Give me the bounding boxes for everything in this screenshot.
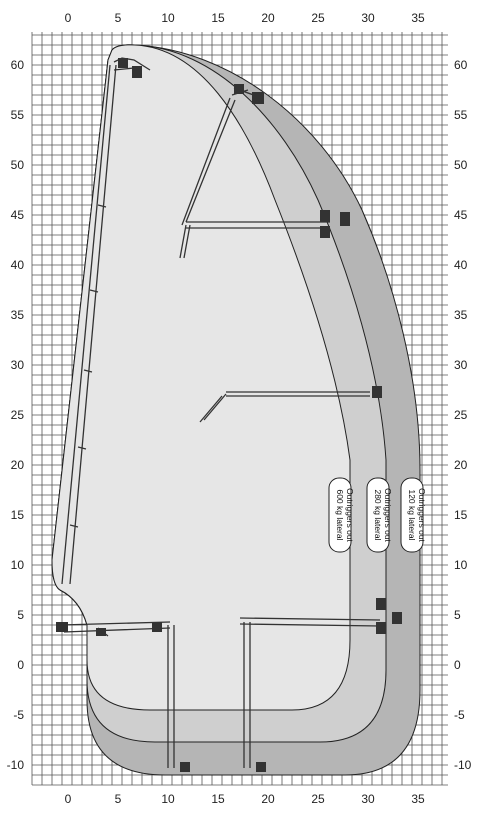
zone-label-text: Outriggers out: [345, 488, 355, 542]
y-tick-label-right: 15: [454, 508, 468, 522]
x-tick-label: 20: [261, 792, 275, 806]
zone-label-text: 600 kg lateral: [335, 489, 345, 540]
x-tick-label: 0: [65, 11, 72, 25]
y-tick-label-left: 25: [11, 408, 25, 422]
y-tick-label-left: 10: [11, 558, 25, 572]
y-tick-label-right: 5: [454, 608, 461, 622]
y-tick-label-left: 60: [11, 58, 25, 72]
zone-label-pill: [400, 477, 424, 553]
y-tick-label-left: 5: [17, 608, 24, 622]
y-tick-label-left: 30: [11, 358, 25, 372]
y-tick-label-right: 50: [454, 158, 468, 172]
x-tick-label: 35: [411, 11, 425, 25]
x-tick-label: 10: [161, 11, 175, 25]
y-tick-label-left: 40: [11, 258, 25, 272]
y-tick-label-right: 30: [454, 358, 468, 372]
envelope-600kg: [51, 44, 351, 711]
boom-main: [61, 64, 117, 585]
y-tick-label-left: -5: [13, 708, 24, 722]
x-tick-label: 10: [161, 792, 175, 806]
y-tick-label-right: 55: [454, 108, 468, 122]
y-tick-label-right: 0: [454, 658, 461, 672]
y-tick-label-right: 35: [454, 308, 468, 322]
x-tick-label: 15: [211, 792, 225, 806]
x-tick-label: 30: [361, 792, 375, 806]
x-tick-label: 35: [411, 792, 425, 806]
y-tick-label-right: -5: [454, 708, 465, 722]
x-tick-label: 0: [65, 792, 72, 806]
mast-left: [167, 625, 175, 768]
y-tick-label-right: 45: [454, 208, 468, 222]
y-tick-label-right: 10: [454, 558, 468, 572]
zone-label-text: Outriggers out: [383, 488, 393, 542]
x-tick-label: 30: [361, 11, 375, 25]
y-tick-label-left: 55: [11, 108, 25, 122]
boom-27: [199, 391, 370, 423]
mast-right: [243, 622, 251, 768]
y-tick-label-left: -10: [7, 758, 25, 772]
x-tick-label: 25: [311, 792, 325, 806]
boom-45: [179, 221, 330, 259]
boom-segment: [69, 204, 107, 528]
y-tick-label-left: 15: [11, 508, 25, 522]
y-tick-label-left: 45: [11, 208, 25, 222]
zone-label-text: Outriggers out: [417, 488, 427, 542]
boom-4: [239, 617, 381, 627]
x-tick-label: 20: [261, 11, 275, 25]
zone-label-text: 120 kg lateral: [407, 489, 417, 540]
y-tick-label-left: 35: [11, 308, 25, 322]
y-tick-label-right: 40: [454, 258, 468, 272]
y-tick-label-right: -10: [454, 758, 472, 772]
zone-label-pill: [366, 477, 390, 553]
y-tick-label-left: 0: [17, 658, 24, 672]
x-tick-label: 5: [115, 11, 122, 25]
y-tick-label-right: 60: [454, 58, 468, 72]
y-tick-label-left: 20: [11, 458, 25, 472]
x-tick-label: 25: [311, 11, 325, 25]
y-tick-label-left: 50: [11, 158, 25, 172]
x-tick-label: 15: [211, 11, 225, 25]
y-tick-label-right: 25: [454, 408, 468, 422]
y-tick-label-right: 20: [454, 458, 468, 472]
zone-label-pill: [328, 477, 352, 553]
platform-baskets: [56, 58, 402, 772]
zone-label-text: 280 kg lateral: [373, 489, 383, 540]
x-tick-label: 5: [115, 792, 122, 806]
